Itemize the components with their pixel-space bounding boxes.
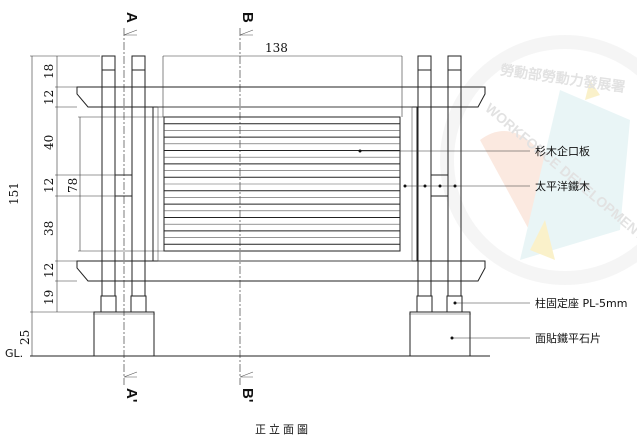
post-cap <box>447 55 462 71</box>
post-cap <box>101 55 116 71</box>
post <box>417 69 432 297</box>
dim-total-height: 151 <box>7 182 21 205</box>
dim-top-rail: 12 <box>42 90 56 105</box>
section-mark-b: B <box>239 12 256 23</box>
top-rail <box>76 86 486 108</box>
dim-mid-rail: 12 <box>42 178 56 193</box>
stone-base <box>93 311 155 357</box>
drawing-title: 正立面圖 <box>255 422 311 436</box>
mid-rail-block <box>430 174 449 197</box>
callout-cedar-board: 杉木企口板 <box>535 144 590 158</box>
section-mark-a: A <box>123 12 140 23</box>
dim-cap: 18 <box>42 64 56 79</box>
post-cap <box>131 55 146 71</box>
dimension-lines <box>30 55 403 356</box>
watermark-cn: 勞動部勞動力發展署 <box>499 62 626 95</box>
dim-width: 138 <box>265 41 288 55</box>
section-mark-b-prime: B' <box>239 388 256 402</box>
stone-base <box>409 311 471 357</box>
ground-label: GL. <box>5 347 23 360</box>
panel-frame-inner <box>157 106 413 262</box>
callout-ironwood: 太平洋鐵木 <box>535 179 590 193</box>
post <box>101 69 116 297</box>
dim-lower-panel: 38 <box>42 221 56 236</box>
dim-panel-height: 78 <box>66 178 80 193</box>
post-cap <box>417 55 432 71</box>
section-mark-a-prime: A' <box>123 388 140 402</box>
dim-post-gap: 19 <box>42 290 56 305</box>
dim-base: 25 <box>18 330 32 345</box>
dimension-labels: 151 18 12 40 12 78 38 12 19 25 <box>7 64 80 345</box>
post-base-plate <box>416 295 433 313</box>
post-base-plate <box>130 295 147 313</box>
fence-structure <box>76 55 486 357</box>
mid-rail-block <box>114 174 133 197</box>
dim-bottom-rail: 12 <box>42 263 56 278</box>
callout-post-base: 柱固定座 PL-5mm <box>535 296 627 310</box>
callout-stone-facing: 面貼鐵平石片 <box>535 331 601 345</box>
post-base-plate <box>100 295 117 313</box>
post <box>131 69 146 297</box>
dim-upper-panel: 40 <box>42 135 56 150</box>
callout-leaders <box>358 149 530 340</box>
bottom-rail <box>76 260 486 282</box>
